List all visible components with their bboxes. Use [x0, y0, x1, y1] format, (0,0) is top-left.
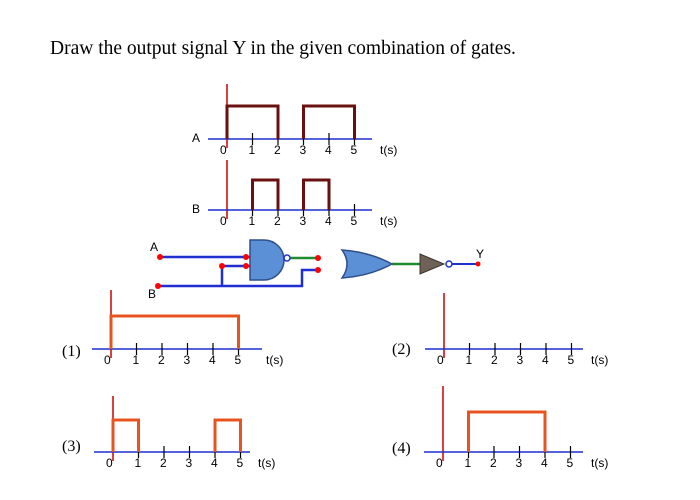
tick-label: 0 — [436, 456, 443, 470]
wire-b — [158, 268, 320, 288]
wires — [158, 255, 320, 288]
tick-label: 5 — [235, 353, 242, 367]
question-text: Draw the output signal Y in the given co… — [50, 38, 516, 59]
pin — [219, 263, 225, 269]
option-2-axis: 0 1 2 3 4 5 t(s) — [425, 293, 608, 367]
waveform-a — [225, 104, 356, 139]
tick-label: 0 — [220, 143, 227, 157]
axis-unit-label: t(s) — [591, 353, 608, 367]
tick-label: 5 — [567, 456, 574, 470]
pin — [155, 283, 161, 289]
tick-label: 1 — [249, 143, 256, 157]
tick-label: 2 — [158, 353, 165, 367]
junction-pins — [155, 254, 481, 289]
axis-unit-label: t(s) — [258, 456, 275, 470]
tick-label: 4 — [211, 456, 218, 470]
pin — [157, 254, 163, 260]
or-gate — [340, 249, 394, 279]
option-4-axis: 0 1 2 3 4 5 t(s) — [424, 386, 608, 470]
circuit-input-a-label: A — [150, 240, 158, 254]
option-4[interactable]: (4) 0 1 2 3 4 5 t(s) — [392, 386, 608, 470]
tick-label: 1 — [135, 456, 142, 470]
tick-label: 2 — [490, 456, 497, 470]
tick-label: 3 — [517, 353, 524, 367]
tick-label: 4 — [209, 353, 216, 367]
tick-label: 1 — [466, 353, 473, 367]
circuit-input-b-label: B — [148, 287, 156, 301]
tick-label: 2 — [491, 353, 498, 367]
timing-graph-a: A 0 1 2 3 4 5 t(s) — [192, 84, 397, 157]
option-4-label: (4) — [392, 440, 411, 457]
axis-unit-label: t(s) — [380, 143, 397, 157]
signal-b-label: B — [192, 202, 200, 216]
axis-unit-label: t(s) — [380, 214, 397, 228]
tick-label: 0 — [437, 353, 444, 367]
option-3-waveform — [111, 418, 242, 452]
option-1-axis: 0 1 2 3 4 5 t(s) — [92, 290, 283, 367]
option-1-waveform — [109, 314, 240, 349]
option-4-waveform — [467, 410, 547, 452]
timing-graph-b: B 0 1 2 3 4 5 t(s) — [192, 160, 397, 228]
pin — [475, 261, 481, 267]
option-2[interactable]: (2) 0 1 2 3 4 5 t(s) — [392, 293, 608, 367]
waveform-b — [251, 178, 331, 210]
nand-bubble — [283, 254, 291, 262]
signal-a-label: A — [192, 131, 200, 145]
axis-unit-label: t(s) — [266, 353, 283, 367]
option-3-axis: 0 1 2 3 4 5 t(s) — [94, 396, 275, 470]
tick-label: 0 — [220, 214, 227, 228]
tick-label: 2 — [160, 456, 167, 470]
tick-label: 3 — [184, 353, 191, 367]
option-1-label: (1) — [62, 343, 81, 360]
tick-label: 2 — [274, 143, 281, 157]
tick-label: 2 — [274, 214, 281, 228]
tick-label: 5 — [237, 456, 244, 470]
not-bubble — [445, 260, 453, 268]
pin — [243, 263, 249, 269]
tick-label: 1 — [249, 214, 256, 228]
tick-label: 5 — [568, 353, 575, 367]
option-3[interactable]: (3) 0 1 2 3 4 5 t(s) — [62, 396, 275, 470]
option-3-label: (3) — [62, 438, 81, 455]
tick-label: 4 — [325, 214, 332, 228]
tick-label: 3 — [186, 456, 193, 470]
nand-gate — [249, 239, 291, 281]
tick-label: 1 — [133, 353, 140, 367]
tick-label: 0 — [104, 353, 111, 367]
tick-label: 4 — [325, 143, 332, 157]
tick-label: 3 — [300, 214, 307, 228]
pin — [315, 267, 321, 273]
tick-label: 0 — [106, 456, 113, 470]
tick-label: 5 — [351, 143, 358, 157]
circuit-output-label: Y — [476, 247, 484, 261]
tick-label: 5 — [351, 214, 358, 228]
tick-label: 4 — [542, 353, 549, 367]
not-gate — [419, 253, 453, 275]
option-1[interactable]: (1) 0 1 2 3 4 5 t(s) — [62, 290, 283, 367]
tick-label: 3 — [516, 456, 523, 470]
axis-unit-label: t(s) — [591, 456, 608, 470]
pin — [315, 255, 321, 261]
tick-label: 4 — [541, 456, 548, 470]
option-2-label: (2) — [392, 341, 411, 358]
tick-label: 3 — [300, 143, 307, 157]
tick-label: 1 — [465, 456, 472, 470]
wire-b-branch — [220, 264, 250, 286]
pin — [243, 254, 249, 260]
circuit: A B Y — [148, 239, 484, 301]
